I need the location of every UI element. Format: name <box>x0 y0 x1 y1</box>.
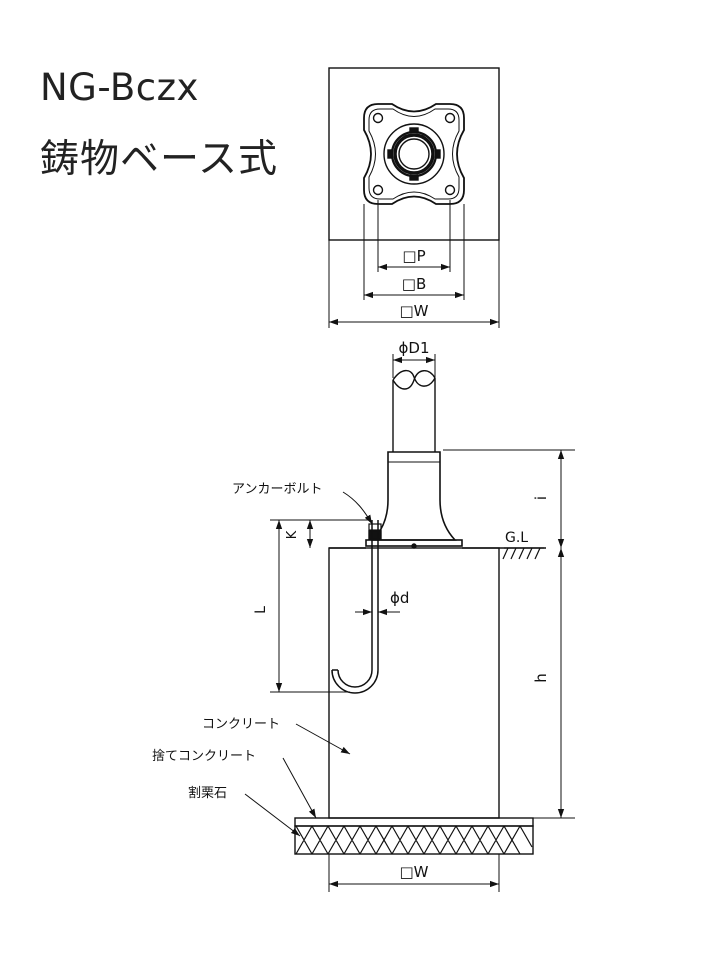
crushed-stone-label: 割栗石 <box>188 785 227 801</box>
plan-view <box>328 67 500 328</box>
dim-label-h: h <box>532 673 550 683</box>
pole-break-top <box>392 369 436 387</box>
anchor-nut-lower <box>368 530 382 540</box>
leader-anchor-bolt <box>342 491 373 525</box>
leader-concrete <box>295 723 351 755</box>
dim-label-l: L <box>253 606 269 614</box>
pole-flange-ring <box>383 123 445 185</box>
leveling-concrete-label: 捨てコンクリート <box>152 748 256 764</box>
dim-label-bolt-d: ϕd <box>390 589 409 607</box>
dim-label-b: □B <box>402 275 426 293</box>
pole-collar-tab-left <box>387 149 393 159</box>
concrete-foundation <box>328 547 500 819</box>
pole-collar-tab-top <box>409 127 419 133</box>
dim-label-k: K <box>285 530 300 539</box>
dim-label-i: i <box>532 496 550 500</box>
pole-collar-tab-bottom <box>409 175 419 181</box>
bolt-hole-top-right <box>444 112 456 124</box>
leader-crushed-stone <box>244 793 301 837</box>
ground-level-label: G.L <box>505 530 528 546</box>
ground-hatch-symbol <box>502 547 544 560</box>
base-type-title: 鋳物ベース式 <box>40 137 279 182</box>
bolt-hole-bottom-right <box>444 184 456 196</box>
pole-collar-tab-right <box>435 149 441 159</box>
base-plate-outline <box>363 103 465 205</box>
dim-label-w: □W <box>399 302 428 320</box>
crushed-stone-pattern <box>295 825 533 855</box>
pole-outer-ring <box>393 133 435 175</box>
bolt-hole-top-left <box>372 112 384 124</box>
cast-base-body <box>371 451 457 541</box>
model-title: NG-Bczx <box>40 66 199 109</box>
dim-label-d1: ϕD1 <box>399 339 430 357</box>
bolt-hole-bottom-left <box>372 184 384 196</box>
plan-foundation-outline <box>328 67 500 241</box>
anchor-bolt-label: アンカーボルト <box>232 482 322 497</box>
pole-break-bottom <box>392 370 436 390</box>
section-view <box>244 354 575 892</box>
crushed-stone-layer <box>294 825 534 855</box>
leader-leveling-concrete <box>282 757 317 819</box>
anchor-nut-upper <box>368 523 382 531</box>
base-plate-inner-outline <box>368 108 460 200</box>
pole-inner-ring <box>398 138 430 170</box>
dim-label-bottom-w: □W <box>399 863 428 881</box>
dim-label-p: □P <box>402 247 425 265</box>
leveling-concrete-layer <box>294 817 534 827</box>
anchor-bolt <box>331 520 379 694</box>
concrete-label: コンクリート <box>202 717 280 732</box>
